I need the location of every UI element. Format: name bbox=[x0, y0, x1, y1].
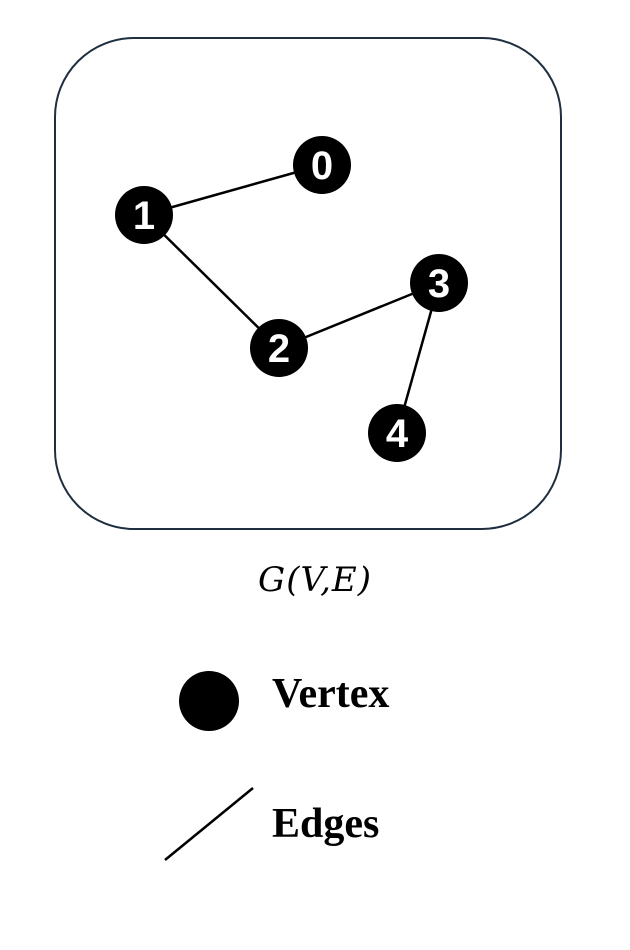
vertex-circle bbox=[293, 136, 351, 194]
edge-1-2 bbox=[143, 214, 280, 349]
graph-caption: G(V,E) bbox=[258, 560, 372, 600]
vertex-2: 2 bbox=[250, 319, 308, 377]
vertex-circle bbox=[410, 254, 468, 312]
vertex-circle bbox=[368, 404, 426, 462]
edge-1-0 bbox=[143, 163, 323, 217]
graph-frame bbox=[54, 37, 562, 530]
vertex-1: 1 bbox=[115, 186, 173, 244]
vertex-circle bbox=[250, 319, 308, 377]
legend-edge-label: Edges bbox=[272, 801, 380, 847]
vertex-circle bbox=[115, 186, 173, 244]
legend-vertex-symbol bbox=[179, 671, 239, 731]
vertex-0: 0 bbox=[293, 136, 351, 194]
vertex-4: 4 bbox=[368, 404, 426, 462]
vertex-label: 0 bbox=[311, 144, 333, 188]
legend-edge-symbol bbox=[164, 787, 254, 861]
vertex-label: 2 bbox=[268, 327, 290, 371]
vertex-label: 1 bbox=[133, 194, 155, 238]
vertex-label: 3 bbox=[428, 262, 450, 306]
vertex-3: 3 bbox=[410, 254, 468, 312]
legend-vertex-label: Vertex bbox=[272, 671, 390, 717]
vertex-label: 4 bbox=[386, 412, 409, 456]
